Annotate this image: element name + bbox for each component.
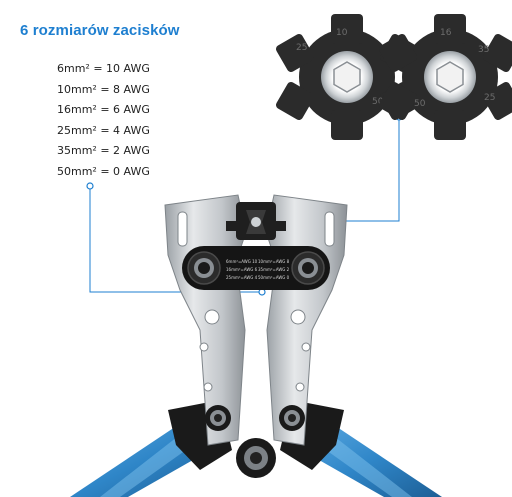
- plate-label: 25mm²=AWG 4: [226, 275, 258, 280]
- crimp-die-right: 16 35 50 25: [378, 14, 512, 140]
- size-item: 35mm² = 2 AWG: [57, 144, 150, 157]
- plate-label: 50mm²=AWG 0: [258, 275, 290, 280]
- plate-label: 35mm²=AWG 2: [258, 267, 290, 272]
- size-item: 25mm² = 4 AWG: [57, 123, 150, 137]
- die-label: 50: [372, 97, 384, 107]
- crimp-die-left: 25 10 50: [275, 14, 419, 140]
- plate-label: 6mm²=AWG 10: [226, 259, 258, 264]
- pivot-bolt-left: [205, 405, 231, 431]
- die-label: 16: [440, 28, 452, 38]
- die-label: 25: [296, 43, 307, 53]
- leader-dot: [86, 182, 94, 190]
- die-label: 50: [414, 99, 426, 109]
- linkage-plate: 6mm²=AWG 10 16mm²=AWG 6 25mm²=AWG 4 10mm…: [182, 246, 330, 290]
- die-label: 25: [484, 93, 495, 103]
- plate-label: 10mm²=AWG 8: [258, 259, 290, 264]
- page-title: 6 rozmiarów zacisków: [20, 22, 180, 39]
- size-item: 6mm² = 10 AWG: [57, 62, 150, 75]
- pivot-bolt-right: [279, 405, 305, 431]
- die-label: 35: [478, 45, 489, 55]
- center-pivot-bolt: [236, 438, 276, 478]
- size-item: 16mm² = 6 AWG: [57, 103, 150, 116]
- crimp-size-list: 6mm² = 10 AWG 10mm² = 8 AWG 16mm² = 6 AW…: [57, 59, 150, 182]
- jaw-left: [164, 194, 247, 446]
- plate-label: 16mm²=AWG 6: [226, 267, 258, 272]
- jaw-right: [265, 194, 348, 446]
- size-item: 50mm² = 0 AWG: [57, 164, 150, 178]
- crimp-head-die: [226, 202, 286, 240]
- size-item: 10mm² = 8 AWG: [57, 82, 150, 96]
- die-label: 10: [336, 28, 348, 38]
